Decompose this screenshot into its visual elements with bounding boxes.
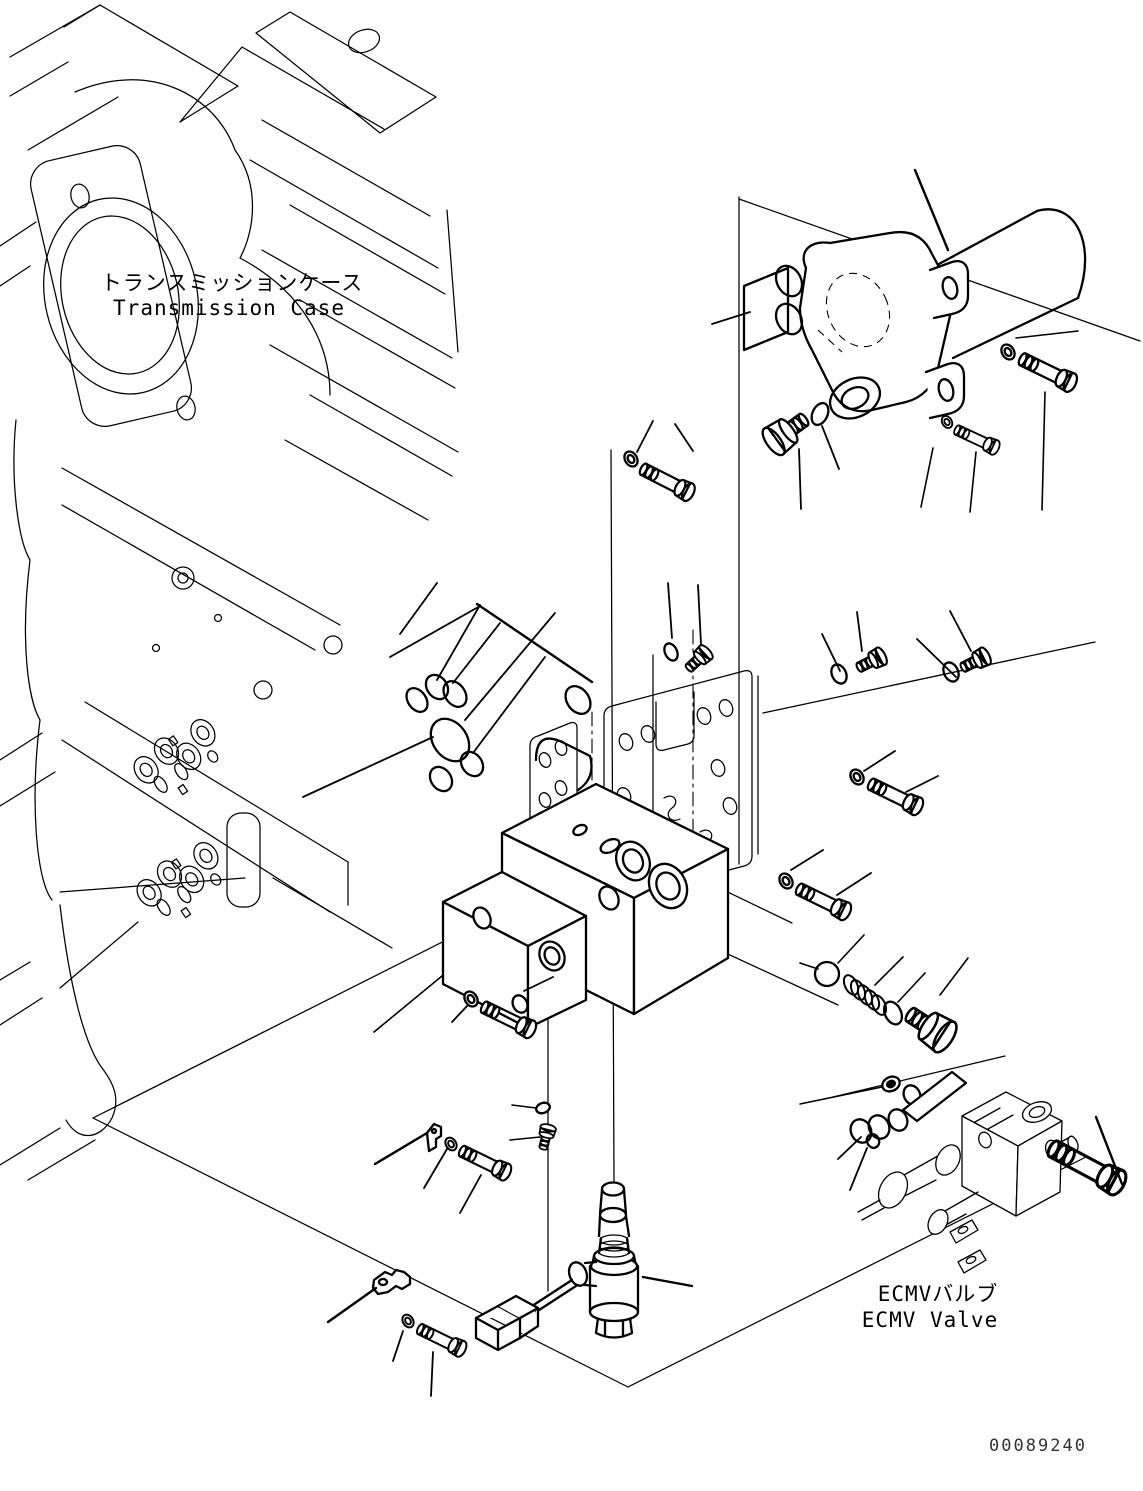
washer xyxy=(399,1311,417,1331)
o-ring xyxy=(663,642,679,662)
leader-lines xyxy=(302,168,1124,1397)
o-ring xyxy=(830,663,848,685)
large-plug xyxy=(897,996,963,1058)
solenoid-valve xyxy=(474,1181,640,1352)
clip-bracket xyxy=(425,1122,443,1153)
transmission-case-label-jp: トランスミッションケース xyxy=(101,271,364,295)
bracket-hole xyxy=(430,1127,438,1135)
wire-clamp xyxy=(371,1268,412,1296)
labels: トランスミッションケース Transmission Case ECMVバルブ E… xyxy=(101,271,1087,1456)
steel-ball xyxy=(813,960,841,988)
ecmv-valve-label-en: ECMV Valve xyxy=(862,1308,998,1332)
drawing-number: 00089240 xyxy=(989,1436,1087,1456)
washer xyxy=(775,869,797,893)
transmission-case xyxy=(0,4,459,1181)
hex-plug xyxy=(852,644,891,678)
control-valve-body xyxy=(441,737,730,1030)
hex-bolt xyxy=(455,1140,515,1184)
o-ring-group xyxy=(405,673,592,793)
small-parts xyxy=(371,340,1132,1360)
o-ring xyxy=(942,661,960,683)
spring xyxy=(842,974,888,1016)
shim-plate xyxy=(901,1070,968,1123)
washer xyxy=(997,340,1019,364)
ecmv-valve-label-jp: ECMVバルブ xyxy=(878,1282,999,1306)
accumulator-assembly xyxy=(742,208,1087,420)
o-ring xyxy=(882,1000,904,1026)
washer xyxy=(846,765,868,789)
large-plug xyxy=(757,403,817,460)
ecmv-valve xyxy=(857,1091,1079,1274)
hex-bolt xyxy=(950,421,1003,458)
hex-plug xyxy=(956,644,995,678)
hex-bolt xyxy=(413,1319,470,1360)
transmission-case-label-en: Transmission Case xyxy=(113,296,345,320)
hex-bolt xyxy=(863,773,927,819)
hex-bolt xyxy=(791,878,855,924)
clamp-hole xyxy=(377,1277,389,1287)
o-ring xyxy=(810,401,830,427)
ecmv-seal-group xyxy=(849,1070,968,1149)
hex-bolt xyxy=(635,458,699,505)
hex-plug xyxy=(680,642,716,677)
pin xyxy=(535,1101,551,1115)
hex-bolt xyxy=(1014,347,1081,396)
